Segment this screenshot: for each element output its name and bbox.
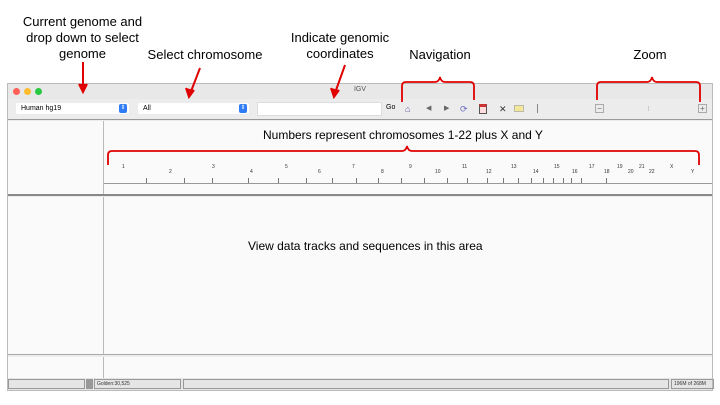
chromosome-label-Y[interactable]: Y <box>691 169 695 175</box>
separator <box>537 104 538 113</box>
chromosome-label-12[interactable]: 12 <box>486 169 492 175</box>
chromosome-boundary-tick <box>467 178 468 183</box>
chromosome-label-3[interactable]: 3 <box>212 164 215 170</box>
chromosome-label-1[interactable]: 1 <box>122 164 125 170</box>
chromosome-boundary-tick <box>248 178 249 183</box>
chromosome-boundary-tick <box>146 178 147 183</box>
chromosome-boundary-tick <box>543 178 544 183</box>
zoom-out-icon[interactable]: − <box>595 104 604 113</box>
ruler-panel: Numbers represent chromosomes 1-22 plus … <box>8 121 712 196</box>
genome-value: Human hg19 <box>21 105 62 112</box>
chromosome-boundary-tick <box>447 178 448 183</box>
annotation-chromosome: Select chromosome <box>147 47 263 62</box>
resize-icon[interactable]: ✕ <box>499 104 507 114</box>
chromosome-boundary-tick <box>278 178 279 183</box>
chromosome-value: All <box>143 105 151 112</box>
ruler-name-panel <box>8 121 104 194</box>
chromosome-boundary-tick <box>212 178 213 183</box>
refresh-icon[interactable]: ⟳ <box>460 104 468 114</box>
chromosome-boundary-tick <box>184 178 185 183</box>
chromosome-label-14[interactable]: 14 <box>533 169 539 175</box>
chromosome-boundary-tick <box>581 178 582 183</box>
chevron-updown-icon: ⇕ <box>119 104 127 113</box>
window-title: IGV <box>353 86 367 93</box>
chromosome-boundary-tick <box>563 178 564 183</box>
chromosome-label-20[interactable]: 20 <box>628 169 634 175</box>
chromosome-boundary-tick <box>401 178 402 183</box>
igv-window: IGV Human hg19 ⇕ All ⇕ Go ⌂ ◀ ▶ ⟳ ✕ − + Nu… <box>7 83 714 391</box>
chromosome-boundary-tick <box>378 178 379 183</box>
ruler-baseline <box>104 183 712 184</box>
chromosome-label-2[interactable]: 2 <box>169 169 172 175</box>
feature-name-panel <box>8 357 104 378</box>
chromosome-label-4[interactable]: 4 <box>250 169 253 175</box>
forward-icon[interactable]: ▶ <box>444 105 450 112</box>
data-panel: View data tracks and sequences in this a… <box>8 197 712 355</box>
maximize-button[interactable] <box>35 88 42 95</box>
chromosome-boundary-tick <box>606 178 607 183</box>
chromosome-label-5[interactable]: 5 <box>285 164 288 170</box>
status-bar: Golden:30,525 196M of 268M <box>8 378 714 390</box>
chromosome-label-16[interactable]: 16 <box>572 169 578 175</box>
zoom-in-icon[interactable]: + <box>698 104 707 113</box>
chromosome-boundary-tick <box>571 178 572 183</box>
chromosome-boundary-tick <box>487 178 488 183</box>
status-memory: 196M of 268M <box>671 379 714 389</box>
annotation-ruler: Numbers represent chromosomes 1-22 plus … <box>263 128 543 142</box>
annotation-zoom: Zoom <box>633 47 667 62</box>
chromosome-label-6[interactable]: 6 <box>318 169 321 175</box>
chromosome-label-10[interactable]: 10 <box>435 169 441 175</box>
chromosome-label-11[interactable]: 11 <box>462 164 468 170</box>
locus-input[interactable] <box>257 102 382 116</box>
go-button[interactable]: Go <box>386 104 396 111</box>
chromosome-boundary-tick <box>518 178 519 183</box>
chevron-updown-icon: ⇕ <box>239 104 247 113</box>
annotation-data-area: View data tracks and sequences in this a… <box>248 239 483 253</box>
genome-dropdown[interactable]: Human hg19 ⇕ <box>16 103 129 114</box>
feature-panel <box>8 357 712 379</box>
chromosome-label-8[interactable]: 8 <box>381 169 384 175</box>
annotation-coordinates: Indicate genomic coordinates <box>290 30 390 61</box>
annotation-genome: Current genome and drop down to select g… <box>22 14 143 61</box>
close-button[interactable] <box>13 88 20 95</box>
chromosome-boundary-tick <box>553 178 554 183</box>
status-icon <box>86 379 93 389</box>
chromosome-boundary-tick <box>306 178 307 183</box>
chromosome-boundary-tick <box>531 178 532 183</box>
chromosome-label-X[interactable]: X <box>670 164 674 170</box>
status-left <box>8 379 85 389</box>
chromosome-dropdown[interactable]: All ⇕ <box>138 103 249 114</box>
chromosome-label-9[interactable]: 9 <box>409 164 412 170</box>
title-bar: IGV <box>8 84 712 99</box>
popup-text-icon[interactable] <box>514 105 524 112</box>
home-icon[interactable]: ⌂ <box>405 104 411 114</box>
data-name-panel <box>8 197 104 354</box>
chromosome-boundary-tick <box>503 178 504 183</box>
chromosome-label-7[interactable]: 7 <box>352 164 355 170</box>
roi-icon[interactable] <box>479 104 487 114</box>
back-icon[interactable]: ◀ <box>426 105 432 112</box>
status-locus: Golden:30,525 <box>94 379 181 389</box>
chromosome-label-22[interactable]: 22 <box>649 169 655 175</box>
annotation-navigation: Navigation <box>409 47 471 62</box>
chromosome-label-15[interactable]: 15 <box>554 164 560 170</box>
chromosome-label-13[interactable]: 13 <box>511 164 517 170</box>
chromosome-label-18[interactable]: 18 <box>604 169 610 175</box>
chromosome-label-17[interactable]: 17 <box>589 164 595 170</box>
chromosome-label-21[interactable]: 21 <box>639 164 645 170</box>
status-message <box>183 379 669 389</box>
chromosome-boundary-tick <box>356 178 357 183</box>
chromosome-boundary-tick <box>424 178 425 183</box>
chromosome-boundary-tick <box>332 178 333 183</box>
toolbar: Human hg19 ⇕ All ⇕ Go ⌂ ◀ ▶ ⟳ ✕ − + <box>8 99 712 120</box>
minimize-button[interactable] <box>24 88 31 95</box>
zoom-slider[interactable] <box>648 106 649 111</box>
chromosome-label-19[interactable]: 19 <box>617 164 623 170</box>
